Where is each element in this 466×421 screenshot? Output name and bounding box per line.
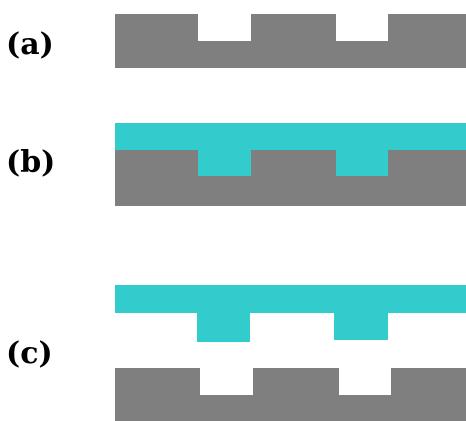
panel-c: (c): [6, 285, 466, 421]
panel-c-label: (c): [6, 336, 53, 371]
panel-b-label: (b): [6, 145, 55, 180]
panel-a-label: (a): [6, 27, 54, 62]
panel-a-substrate: [115, 14, 466, 68]
panel-a: (a): [6, 14, 466, 68]
panel-b: (b): [6, 123, 466, 206]
panel-c-detached-resin-layer: [115, 285, 466, 342]
panel-b-substrate: [115, 150, 466, 206]
panel-b-resin-layer: [115, 123, 466, 176]
panel-c-substrate: [115, 368, 466, 421]
